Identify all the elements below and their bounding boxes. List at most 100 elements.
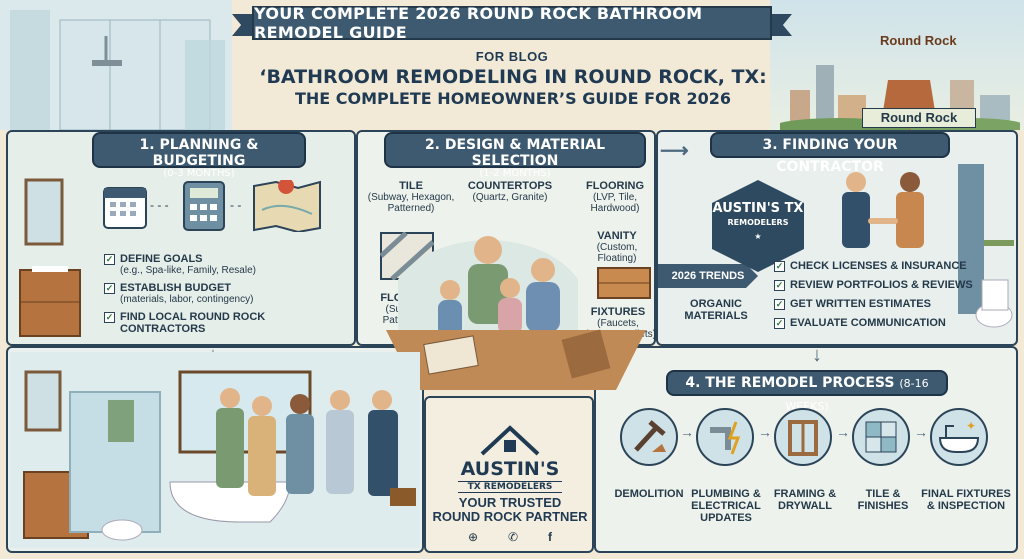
checklist-item: ✓ EVALUATE COMMUNICATION bbox=[774, 317, 1014, 329]
partner-tagline: YOUR TRUSTED ROUND ROCK PARTNER bbox=[430, 496, 590, 524]
checkbox-icon: ✓ bbox=[774, 280, 785, 291]
checklist-item: ✓ CHECK LICENSES & INSURANCE bbox=[774, 260, 1014, 272]
round-rock-city-banner: Round Rock bbox=[862, 108, 976, 128]
banner-ribbon-right bbox=[766, 14, 792, 36]
checklist-item: ✓ ESTABLISH BUDGET(materials, labor, cont… bbox=[104, 282, 349, 305]
checkbox-icon: ✓ bbox=[774, 318, 785, 329]
arrow-right-icon: → bbox=[836, 424, 850, 440]
material-sub: (Custom, Floating) bbox=[596, 242, 638, 264]
checklist-sub: (materials, labor, contingency) bbox=[120, 294, 254, 305]
checklist-label: ESTABLISH BUDGET bbox=[120, 282, 232, 294]
tagline-line2: ROUND ROCK PARTNER bbox=[432, 509, 588, 524]
calendar-icon bbox=[103, 187, 147, 229]
checklist-item: ✓ DEFINE GOALS(e.g., Spa-like, Family, Re… bbox=[104, 253, 349, 276]
checklist-item: ✓ REVIEW PORTFOLIOS & REVIEWS bbox=[774, 279, 1014, 291]
stage-label-demolition: DEMOLITION bbox=[614, 488, 684, 500]
planning-heading: 1. PLANNING & BUDGETING (0-3 MONTHS) bbox=[92, 132, 306, 179]
pipe-bolt-icon bbox=[696, 408, 754, 466]
arrow-right-icon: → bbox=[914, 424, 928, 440]
stage-label-final: FINAL FIXTURES & INSPECTION bbox=[921, 488, 1011, 512]
partner-panel bbox=[424, 396, 594, 553]
material-tile: TILE (Subway, Hexagon, Patterned) bbox=[366, 180, 456, 214]
checklist-label: CHECK LICENSES & INSURANCE bbox=[790, 260, 967, 272]
trends-arrow: 2026 TRENDS bbox=[658, 264, 758, 288]
shower-illustration bbox=[10, 10, 225, 131]
stage-label-tile: TILE & FINISHES bbox=[857, 488, 909, 512]
page-title-banner: YOUR COMPLETE 2026 ROUND ROCK BATHROOM R… bbox=[252, 4, 772, 42]
separator-dots: - - bbox=[230, 198, 242, 212]
social-links: ⊕ ✆ f bbox=[468, 530, 552, 544]
handshake-illustration bbox=[842, 172, 924, 248]
process-heading: 4. THE REMODEL PROCESS (8-16 WEEKS) bbox=[666, 370, 948, 413]
shower-curtain-illustration bbox=[958, 164, 1014, 328]
partner-logo-sub: TX REMODELERS bbox=[458, 481, 562, 493]
material-countertops: COUNTERTOPS (Quartz, Granite) bbox=[460, 180, 560, 203]
checkbox-icon: ✓ bbox=[104, 254, 115, 265]
bathroom-illustration-top-left bbox=[0, 0, 232, 131]
process-title: 4. THE REMODEL PROCESS bbox=[685, 375, 895, 391]
material-label: TILE bbox=[399, 180, 423, 192]
material-flooring: FLOORING (LVP, Tile, Hardwood) bbox=[578, 180, 652, 214]
design-duration: (1-2 MONTHS) bbox=[479, 168, 551, 179]
stage-label-framing: FRAMING & DRYWALL bbox=[773, 488, 837, 512]
blog-title: ‘BATHROOM REMODELING IN ROUND ROCK, TX: … bbox=[258, 66, 768, 110]
arrow-right-icon: ⟶ bbox=[660, 140, 689, 162]
svg-text:✦: ✦ bbox=[966, 419, 976, 433]
finished-bathroom-illustration bbox=[10, 352, 420, 548]
arrow-right-icon: → bbox=[680, 424, 694, 440]
arrow-down-icon: ↓ bbox=[812, 344, 822, 366]
badge-line2: REMODELERS bbox=[727, 218, 789, 227]
banner-ribbon-left bbox=[232, 14, 258, 36]
arrow-right-icon: → bbox=[758, 424, 772, 440]
blog-title-line2: THE COMPLETE HOMEOWNER’S GUIDE FOR 2026 bbox=[294, 89, 732, 108]
material-sub: (Quartz, Granite) bbox=[472, 192, 548, 203]
bathtub-icon: ✦ bbox=[930, 408, 988, 466]
contractor-heading: 3. FINDING YOUR CONTRACTOR bbox=[710, 132, 950, 175]
material-label: FLOORING bbox=[585, 180, 645, 192]
checkbox-icon: ✓ bbox=[104, 312, 115, 323]
contractor-checklist: ✓ CHECK LICENSES & INSURANCE ✓ REVIEW PORT… bbox=[774, 260, 1014, 336]
vanity-illustration bbox=[19, 178, 81, 337]
checkbox-icon: ✓ bbox=[774, 261, 785, 272]
checkbox-icon: ✓ bbox=[774, 299, 785, 310]
round-rock-rock-label: Round Rock bbox=[880, 33, 957, 48]
house-roof-icon bbox=[480, 425, 540, 456]
checklist-label: FIND LOCAL ROUND ROCK CONTRACTORS bbox=[120, 311, 266, 335]
star-icon: ★ bbox=[754, 232, 762, 241]
globe-icon[interactable]: ⊕ bbox=[468, 530, 479, 544]
stage-label-plumbing: PLUMBING & ELECTRICAL UPDATES bbox=[691, 488, 761, 524]
hammer-icon bbox=[620, 408, 678, 466]
checklist-item: ✓ GET WRITTEN ESTIMATES bbox=[774, 298, 1014, 310]
partner-logo-main: AUSTIN'S bbox=[460, 458, 560, 480]
design-heading: 2. DESIGN & MATERIAL SELECTION (1-2 MONT… bbox=[384, 132, 646, 179]
material-label: VANITY bbox=[597, 230, 637, 242]
checklist-label: EVALUATE COMMUNICATION bbox=[790, 317, 946, 329]
phone-icon[interactable]: ✆ bbox=[508, 530, 519, 544]
frame-icon bbox=[774, 408, 832, 466]
material-label: COUNTERTOPS bbox=[467, 180, 553, 192]
partner-logo: AUSTIN'S TX REMODELERS bbox=[440, 458, 580, 494]
checklist-label: DEFINE GOALS bbox=[120, 253, 203, 265]
checklist-sub: (e.g., Spa-like, Family, Resale) bbox=[120, 265, 256, 276]
design-title: 2. DESIGN & MATERIAL SELECTION bbox=[424, 137, 606, 169]
checklist-label: REVIEW PORTFOLIOS & REVIEWS bbox=[790, 279, 973, 291]
checklist-label: GET WRITTEN ESTIMATES bbox=[790, 298, 931, 310]
tile-icon bbox=[852, 408, 910, 466]
material-label: FIXTURES bbox=[590, 306, 646, 318]
calculator-icon bbox=[183, 181, 225, 231]
blog-label: FOR BLOG bbox=[475, 49, 549, 64]
checklist-item: ✓ FIND LOCAL ROUND ROCK CONTRACTORS bbox=[104, 311, 349, 335]
planning-duration: (0-3 MONTHS) bbox=[163, 168, 235, 179]
blog-title-line1: ‘BATHROOM REMODELING IN ROUND ROCK, TX: bbox=[259, 66, 767, 88]
material-sub: (LVP, Tile, Hardwood) bbox=[590, 192, 640, 214]
organic-materials-label: ORGANIC MATERIALS bbox=[684, 298, 748, 322]
vanity-cabinet-icon bbox=[597, 267, 651, 299]
separator-dots: - - - bbox=[150, 198, 169, 212]
facebook-icon[interactable]: f bbox=[548, 530, 552, 544]
checkbox-icon: ✓ bbox=[104, 283, 115, 294]
material-vanity: VANITY (Custom, Floating) bbox=[578, 230, 656, 264]
material-sub: (Subway, Hexagon, Patterned) bbox=[367, 192, 455, 214]
tagline-line1: YOUR TRUSTED bbox=[458, 495, 562, 510]
planning-title: 1. PLANNING & BUDGETING bbox=[139, 137, 259, 169]
badge-line1: AUSTIN'S TX bbox=[712, 201, 804, 216]
